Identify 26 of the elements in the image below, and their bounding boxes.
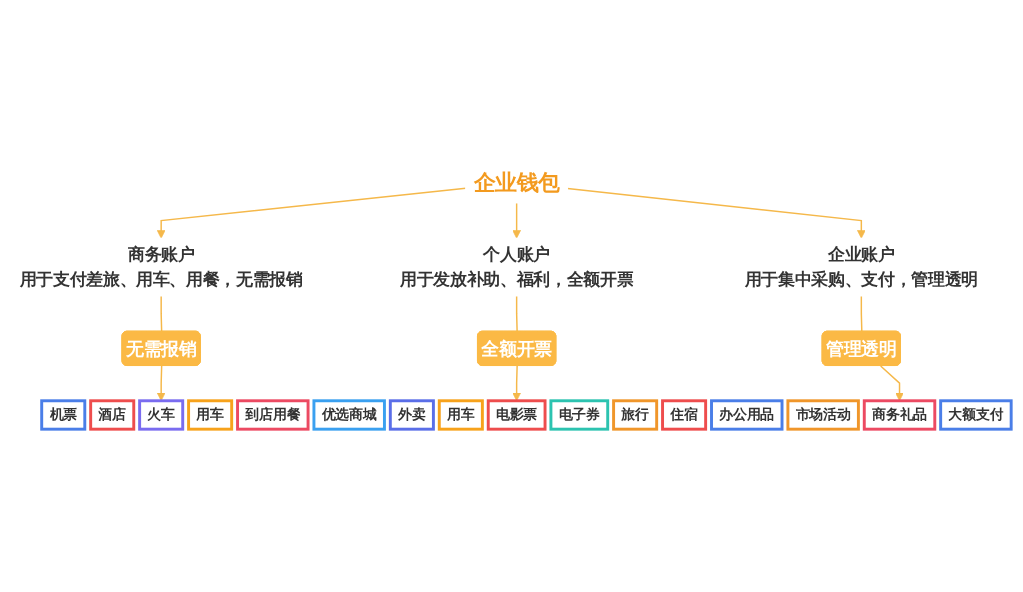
node-box: 大额支付 [939, 399, 1013, 431]
node-box: 住宿 [661, 399, 708, 431]
node-box: 优选商城 [312, 399, 386, 431]
connector [160, 295, 163, 333]
node-text: 企业钱包 [473, 170, 560, 196]
node-box: 火车 [138, 399, 185, 431]
connector [860, 295, 863, 333]
node-box: 旅行 [612, 399, 659, 431]
node-box: 机票 [40, 399, 87, 431]
node-box: 用车 [437, 399, 484, 431]
node-box: 电子券 [549, 399, 610, 431]
node-box: 商务礼品 [862, 399, 937, 431]
node-box: 用车 [187, 399, 234, 431]
node-text: 个人账户 用于发放补助、福利，全额开票 [400, 244, 634, 289]
node-box: 外卖 [388, 399, 435, 431]
node-text: 商务账户 用于支付差旅、用车、用餐，无需报销 [19, 244, 303, 289]
arrow [512, 202, 521, 239]
arrow [566, 187, 866, 239]
node-box: 电影票 [486, 399, 547, 431]
node-box: 办公用品 [710, 399, 784, 431]
node-box: 酒店 [89, 399, 136, 431]
arrow [156, 187, 467, 239]
connector [515, 295, 518, 333]
node-box: 市场活动 [786, 399, 860, 431]
node-box: 到店用餐 [236, 399, 310, 431]
node-text: 企业账户 用于集中采购、支付，管理透明 [744, 244, 978, 289]
